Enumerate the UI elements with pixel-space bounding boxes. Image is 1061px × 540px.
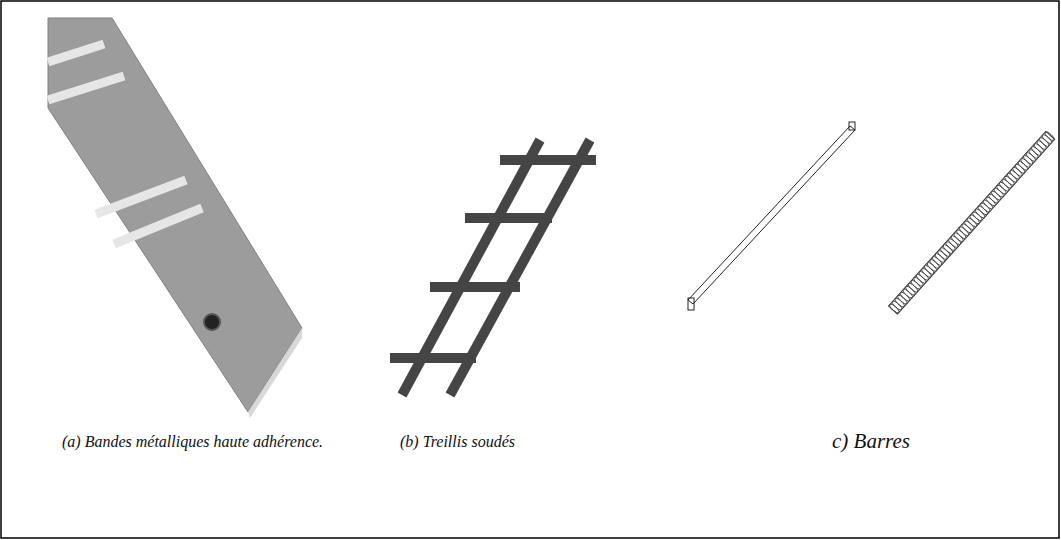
flat-bar [688, 122, 855, 310]
ribbed-bar [888, 130, 1055, 314]
high-adhesion-strip [48, 18, 302, 418]
welded-mesh [390, 140, 596, 395]
caption-label: c) Barres [832, 429, 910, 454]
caption-label: (a) Bandes métalliques haute adhérence. [62, 433, 323, 451]
caption-label: (b) Treillis soudés [400, 433, 515, 451]
